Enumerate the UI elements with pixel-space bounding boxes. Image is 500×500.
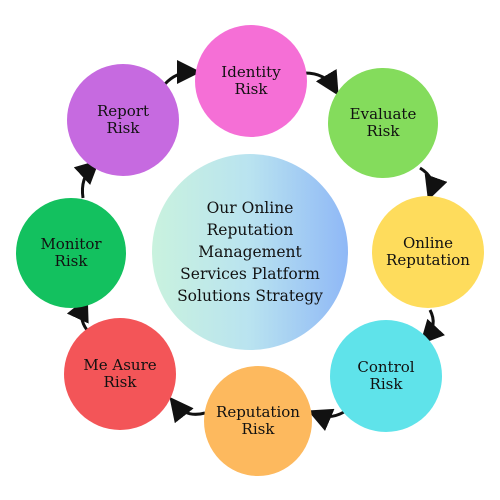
node-label-line: Risk <box>241 420 275 438</box>
node-evaluate-risk: Evaluate Risk <box>328 68 438 178</box>
node-online-reputation: Online Reputation <box>372 196 484 308</box>
node-measure-risk: Me Asure Risk <box>64 318 176 430</box>
node-control-risk: Control Risk <box>330 320 442 432</box>
node-label-line: Risk <box>369 375 403 393</box>
node-monitor-risk: Monitor Risk <box>16 198 126 308</box>
node-label-line: Risk <box>234 80 268 98</box>
arrow-control-to-reputation <box>307 408 345 431</box>
node-identity-risk: Identity Risk <box>195 25 307 137</box>
node-label-line: Me Asure <box>83 356 157 374</box>
node-label-line: Reputation <box>216 403 300 421</box>
node-reputation-risk: Reputation Risk <box>204 366 312 476</box>
arrow-measure-to-monitor <box>66 296 89 331</box>
arrow-evaluate-to-online <box>419 166 448 201</box>
node-label-line: Reputation <box>386 251 470 269</box>
node-label-line: Control <box>357 358 415 376</box>
arrow-report-to-identity <box>163 60 201 86</box>
node-label-line: Evaluate <box>349 105 417 123</box>
node-label-line: Monitor <box>40 235 102 253</box>
node-report-risk: Report Risk <box>67 64 179 176</box>
arrow-online-to-control <box>419 309 445 345</box>
center-line: Solutions Strategy <box>177 287 323 305</box>
node-label-line: Risk <box>54 252 88 270</box>
center-line: Services Platform <box>180 265 320 283</box>
node-label-line: Risk <box>106 119 140 137</box>
center-circle: Our Online Reputation Management Service… <box>152 154 348 350</box>
center-line: Our Online <box>206 199 294 217</box>
node-label-line: Report <box>96 102 149 120</box>
node-label-line: Risk <box>366 122 400 140</box>
node-label-line: Risk <box>103 373 137 391</box>
node-label-line: Online <box>402 234 454 252</box>
arrow-reputation-to-measure <box>169 396 206 424</box>
center-line: Reputation <box>206 221 294 239</box>
arrow-monitor-to-report <box>73 159 100 199</box>
arrow-identity-to-evaluate <box>304 68 339 96</box>
node-label-line: Identity <box>221 63 281 81</box>
center-line: Management <box>198 243 302 261</box>
